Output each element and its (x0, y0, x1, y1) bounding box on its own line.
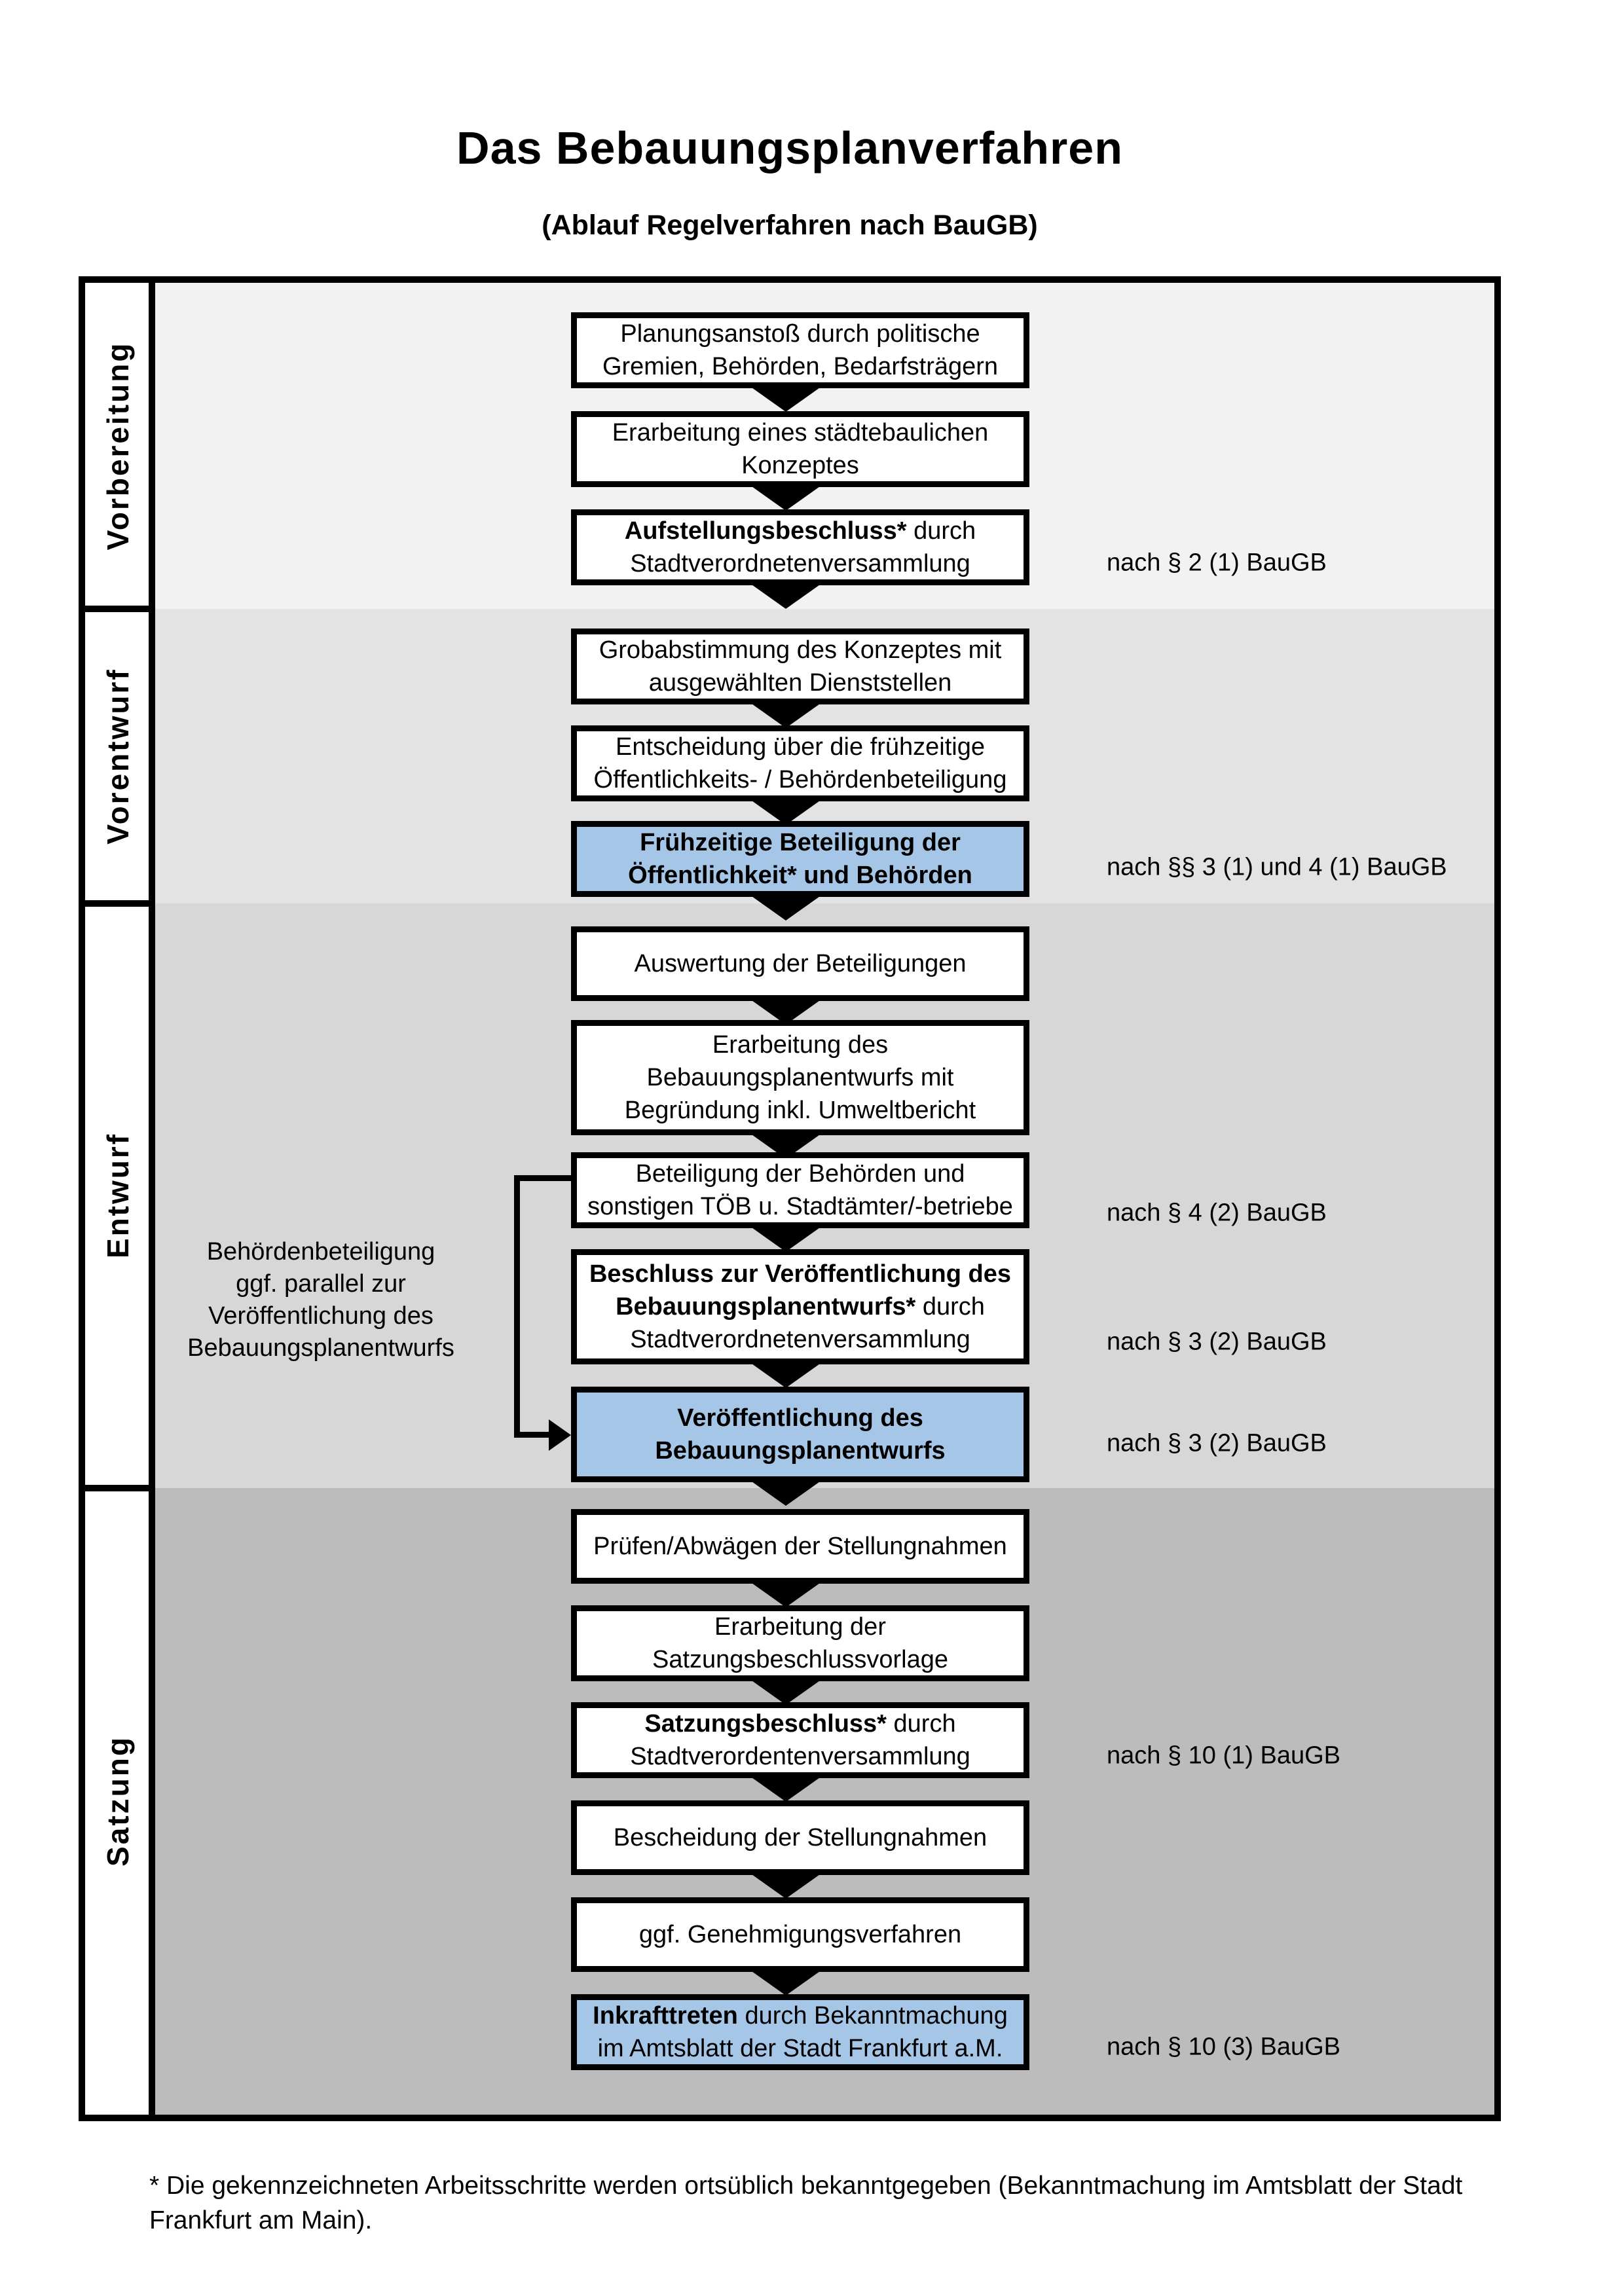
flow-box-text-line: Planungsanstoß durch politische (620, 320, 980, 348)
flow-box-16: ggf. Genehmigungsverfahren (571, 1897, 1029, 1972)
flow-box-12: Prüfen/Abwägen der Stellungnahmen (571, 1509, 1029, 1584)
flow-box-text-line: Stadtverordnetenversammlung (630, 550, 970, 577)
flow-down-arrow-icon (745, 699, 826, 728)
flow-box-17: Inkrafttreten durch Bekanntmachung im Amt… (571, 1994, 1029, 2070)
flow-box-text-line: Grobabstimmung des Konzeptes mit (599, 636, 1002, 664)
flow-box-text-line: Inkrafttreten durch Bekanntmachung (593, 2002, 1008, 2030)
footnote-line: Frankfurt am Main). (149, 2206, 373, 2234)
flow-down-arrow-icon (745, 580, 826, 609)
flow-box-4: Grobabstimmung des Konzeptes mit ausgewäh… (571, 629, 1029, 704)
flow-down-arrow-icon (745, 1477, 826, 1506)
parallel-connector-arrowhead-icon (549, 1419, 571, 1451)
section-divider-line (85, 900, 155, 907)
flow-box-text-line: ggf. Genehmigungsverfahren (638, 1921, 962, 1948)
flow-box-text-line: Stadtverordnetenversammlung (630, 1326, 970, 1353)
law-reference-note: nach § 10 (1) BauGB (1107, 1741, 1340, 1770)
annotation-line: Veröffentlichung des (208, 1302, 434, 1330)
flow-box-text-line: Veröffentlichung des (677, 1404, 923, 1432)
page-title: Das Bebauungsplanverfahren (456, 122, 1123, 173)
parallel-connector-bottom-segment (514, 1432, 550, 1438)
phase-label-column: Vorbereitung Vorentwurf Entwurf Satzung (85, 283, 155, 2115)
flow-down-arrow-icon (745, 892, 826, 920)
flow-box-7: Auswertung der Beteiligungen (571, 926, 1029, 1001)
flow-box-text-line: Bebauungsplanentwurfs* durch (616, 1293, 985, 1321)
flow-box-text-line: Bebauungsplanentwurfs mit (646, 1064, 954, 1091)
footnote-line: * Die gekennzeichneten Arbeitsschritte w… (149, 2172, 1463, 2200)
section-divider-line (85, 1485, 155, 1491)
flow-box-text-line: Erarbeitung der (714, 1613, 886, 1641)
flow-box-text-line: Gremien, Behörden, Bedarfsträgern (602, 353, 999, 380)
flow-down-arrow-icon (745, 1223, 826, 1252)
parallel-procedure-annotation: Behördenbeteiligung ggf. parallel zur Ve… (170, 1236, 471, 1364)
flow-box-text-line: Bescheidung der Stellungnahmen (613, 1824, 987, 1851)
flow-box-text-line: Prüfen/Abwägen der Stellungnahmen (593, 1533, 1007, 1560)
parallel-connector-vertical-segment (514, 1175, 520, 1438)
phase-label-entwurf: Entwurf (101, 1132, 135, 1259)
flow-box-text-line: Aufstellungsbeschluss* durch (624, 517, 976, 545)
flow-down-arrow-icon (745, 1773, 826, 1802)
flow-down-arrow-icon (745, 996, 826, 1025)
flow-box-text-line: Auswertung der Beteiligungen (634, 950, 967, 977)
flow-box-text-line: Frühzeitige Beteiligung der (640, 829, 961, 856)
flow-box-text-line: im Amtsblatt der Stadt Frankfurt a.M. (597, 2035, 1003, 2062)
flow-box-text-line: Begründung inkl. Umweltbericht (624, 1097, 976, 1124)
flow-box-text-line: sonstigen TÖB u. Stadtämter/-betriebe (587, 1193, 1013, 1220)
flow-box-text-line: Beschluss zur Veröffentlichung des (589, 1260, 1012, 1288)
flow-down-arrow-icon (745, 1359, 826, 1388)
annotation-line: Bebauungsplanentwurfs (187, 1334, 454, 1362)
page-subtitle: (Ablauf Regelverfahren nach BauGB) (542, 210, 1038, 241)
footnote: * Die gekennzeichneten Arbeitsschritte w… (149, 2168, 1524, 2238)
flow-box-text-line: Stadtverordentenversammlung (630, 1743, 970, 1770)
flow-down-arrow-icon (745, 1578, 826, 1607)
law-reference-note: nach § 3 (2) BauGB (1107, 1429, 1327, 1457)
annotation-line: Behördenbeteiligung (206, 1238, 435, 1266)
flow-box-text-line: Konzeptes (741, 452, 859, 479)
phase-label-vorbereitung: Vorbereitung (101, 341, 135, 551)
flow-box-text-line: Erarbeitung des (712, 1031, 889, 1059)
flow-down-arrow-icon (745, 482, 826, 511)
flow-box-text-line: Öffentlichkeit* und Behörden (628, 862, 972, 889)
flow-box-text-line: Beteiligung der Behörden und (635, 1160, 965, 1188)
law-reference-note: nach § 3 (2) BauGB (1107, 1328, 1327, 1356)
flow-box-text-line: Erarbeitung eines städtebaulichen (612, 419, 989, 446)
law-reference-note: nach § 4 (2) BauGB (1107, 1199, 1327, 1227)
flow-box-text-line: Bebauungsplanentwurfs (655, 1437, 946, 1465)
flow-box-text-line: Entscheidung über die frühzeitige (615, 733, 986, 761)
law-reference-note: nach §§ 3 (1) und 4 (1) BauGB (1107, 853, 1447, 881)
flow-down-arrow-icon (745, 383, 826, 412)
section-divider-line (85, 606, 155, 612)
flow-box-text-line: Satzungsbeschluss* durch (644, 1710, 956, 1738)
flow-box-15: Bescheidung der Stellungnahmen (571, 1800, 1029, 1875)
flow-box-text-line: Öffentlichkeits- / Behördenbeteiligung (593, 766, 1007, 793)
law-reference-note: nach § 2 (1) BauGB (1107, 549, 1327, 577)
flow-down-arrow-icon (745, 1967, 826, 1995)
parallel-connector-top-segment (514, 1175, 573, 1181)
flow-down-arrow-icon (745, 1676, 826, 1705)
flow-down-arrow-icon (745, 1870, 826, 1899)
phase-label-satzung: Satzung (101, 1736, 135, 1867)
flow-down-arrow-icon (745, 796, 826, 825)
law-reference-note: nach § 10 (3) BauGB (1107, 2033, 1340, 2061)
flow-box-text-line: ausgewählten Dienststellen (648, 669, 952, 697)
phase-label-vorentwurf: Vorentwurf (101, 668, 135, 845)
flow-box-9: Beteiligung der Behörden und sonstigen TÖ… (571, 1152, 1029, 1228)
flow-box-text-line: Satzungsbeschlussvorlage (652, 1646, 949, 1673)
annotation-line: ggf. parallel zur (236, 1270, 406, 1298)
